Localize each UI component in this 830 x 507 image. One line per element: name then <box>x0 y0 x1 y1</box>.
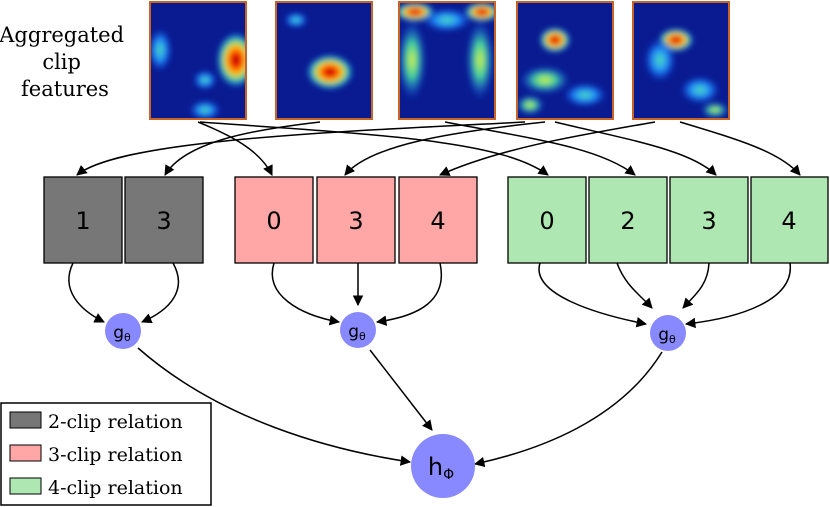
svg-text:hΦ: hΦ <box>428 453 454 483</box>
legend-swatch <box>9 444 42 462</box>
clip-box <box>669 176 749 264</box>
legend-label: 3-clip relation <box>48 444 183 466</box>
legend-label: 4-clip relation <box>48 477 183 499</box>
relation-arrow <box>375 262 443 326</box>
legend-item-4-clip: 4-clip relation <box>9 477 183 499</box>
h-node-label: h <box>428 453 443 481</box>
feature-arrow <box>164 121 321 176</box>
relation-arrow <box>538 262 648 328</box>
relation-arrow <box>141 262 179 324</box>
clip-box-number: 4 <box>781 207 796 235</box>
relation-arrow <box>684 262 791 329</box>
h-node-subscript: Φ <box>443 467 454 483</box>
clip-box-number: 1 <box>75 207 90 235</box>
relation-arrow <box>616 262 653 309</box>
relation-arrow <box>68 262 105 323</box>
relation-arrow <box>682 262 710 309</box>
clip-box-number: 3 <box>701 207 716 235</box>
heatmap-2 <box>398 1 496 120</box>
features-label-line-2: clip <box>42 50 81 74</box>
feature-arrow <box>554 121 717 176</box>
legend-item-2-clip: 2-clip relation <box>9 411 183 433</box>
heatmap-0 <box>149 1 247 120</box>
clip-box-number: 4 <box>430 207 445 235</box>
legend-label: 2-clip relation <box>48 411 183 433</box>
g-node-1: gθ <box>105 313 141 349</box>
heatmap-row <box>149 1 730 120</box>
svg-text:gθ: gθ <box>348 322 366 343</box>
heatmap-4 <box>632 1 730 120</box>
g-node-circle <box>105 313 141 349</box>
clip-box-number: 0 <box>539 207 554 235</box>
svg-text:gθ: gθ <box>113 323 131 344</box>
group-2-clip: 1 3 <box>43 176 204 264</box>
h-node-circle <box>411 434 475 498</box>
feature-arrow <box>197 121 273 176</box>
clip-box <box>588 176 668 264</box>
feature-arrow <box>76 121 526 176</box>
g-node-circle <box>650 315 686 351</box>
g-node-circle <box>340 312 376 348</box>
legend-swatch <box>9 411 42 429</box>
g-node-label: g <box>113 323 124 343</box>
features-label-line-3: features <box>21 77 109 101</box>
group-3-clip: 0 3 4 <box>234 176 478 264</box>
legend-swatch <box>9 477 42 495</box>
aggregate-arrow <box>137 347 412 466</box>
clip-box <box>124 176 204 264</box>
svg-text:gθ: gθ <box>658 325 676 346</box>
feature-arrow <box>344 121 546 176</box>
legend: 2-clip relation 3-clip relation 4-clip r… <box>0 402 212 506</box>
clip-box-number: 3 <box>156 207 171 235</box>
g-node-2: gθ <box>340 312 376 348</box>
relation-arrow <box>271 262 341 326</box>
clip-box <box>316 176 396 264</box>
legend-item-3-clip: 3-clip relation <box>9 444 183 466</box>
clip-box-number: 3 <box>348 207 363 235</box>
features-label: Aggregated clip features <box>0 23 131 101</box>
clip-box-number: 2 <box>620 207 635 235</box>
aggregate-arrow <box>369 349 433 431</box>
aggregate-arrows <box>137 347 663 468</box>
features-label-line-1: Aggregated <box>0 23 124 47</box>
clip-box-number: 0 <box>266 207 281 235</box>
g-node-3: gθ <box>650 315 686 351</box>
h-node: hΦ <box>411 434 475 498</box>
group-4-clip: 0 2 3 4 <box>507 176 829 264</box>
clip-box <box>750 176 829 264</box>
heatmap-1 <box>275 1 373 120</box>
clip-box <box>507 176 587 264</box>
g-node-subscript: θ <box>669 333 676 346</box>
clip-box <box>234 176 314 264</box>
clip-box <box>43 176 123 264</box>
feature-arrows <box>76 121 801 176</box>
aggregate-arrow <box>473 351 663 468</box>
feature-arrow <box>444 121 636 176</box>
feature-arrow <box>199 121 549 176</box>
g-node-label: g <box>348 322 359 342</box>
relation-arrows <box>68 262 791 329</box>
heatmap-3 <box>516 1 614 120</box>
g-node-subscript: θ <box>359 330 366 343</box>
feature-arrow <box>679 121 801 176</box>
clip-box <box>398 176 478 264</box>
g-node-subscript: θ <box>124 331 131 344</box>
g-node-label: g <box>658 325 669 345</box>
feature-arrow <box>439 121 656 176</box>
